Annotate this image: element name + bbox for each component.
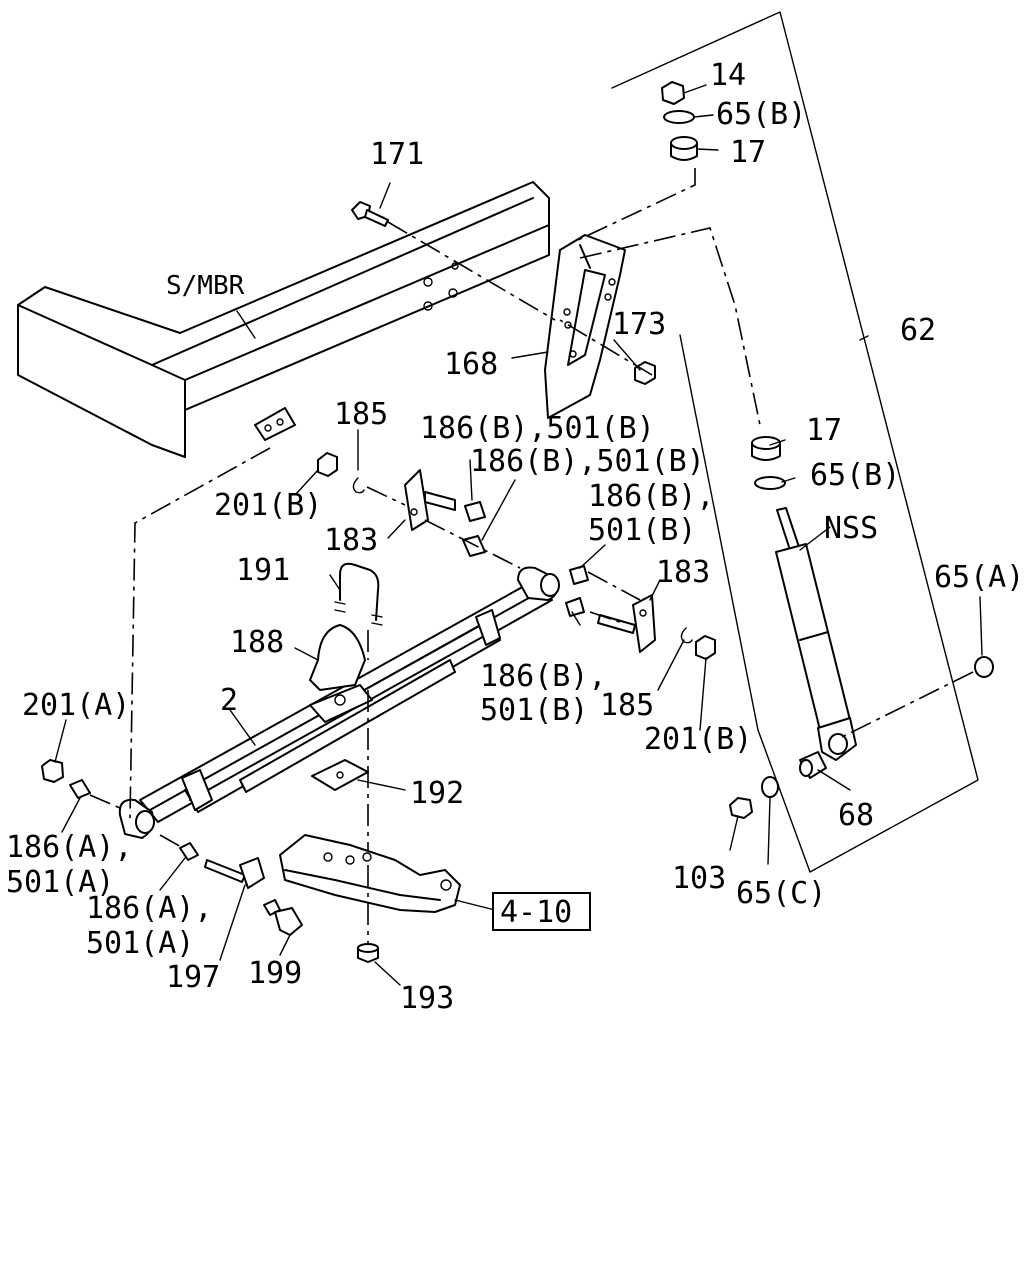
washer-65c xyxy=(761,776,779,798)
nut-14 xyxy=(661,81,685,105)
label-186b-d2: 501(B) xyxy=(480,693,588,728)
leaf-spring xyxy=(139,579,553,823)
label-197: 197 xyxy=(166,960,220,995)
label-186a-b1: 186(A), xyxy=(86,891,212,926)
rear-spring-eye xyxy=(517,566,560,601)
label-201a: 201(A) xyxy=(22,688,130,723)
clip-185-bottom xyxy=(680,627,693,644)
frame-label: S/MBR xyxy=(166,271,245,301)
reference-box-label: 4-10 xyxy=(500,895,572,930)
washer-65a xyxy=(974,656,994,678)
bushing-17-top xyxy=(670,136,698,161)
spring-seat xyxy=(279,834,461,913)
plate-192 xyxy=(311,759,369,791)
label-199: 199 xyxy=(248,956,302,991)
label-65c: 65(C) xyxy=(736,876,826,911)
label-191: 191 xyxy=(236,553,290,588)
label-186b-d1: 186(B), xyxy=(480,659,606,694)
front-spring-eye xyxy=(118,798,155,839)
bushing-186a-inner xyxy=(179,842,199,861)
label-186b-501b-a: 186(B),501(B) xyxy=(420,411,655,446)
washer-65b-mid xyxy=(754,476,786,490)
label-168: 168 xyxy=(444,347,498,382)
label-183-right: 183 xyxy=(656,555,710,590)
u-bolt-191 xyxy=(334,562,383,626)
shackle-183-upper xyxy=(404,469,456,531)
label-186b-501b-b: 186(B),501(B) xyxy=(470,444,705,479)
nut-201a xyxy=(41,759,64,783)
washer-65b-top xyxy=(663,110,695,124)
shackle-183-lower xyxy=(597,594,656,653)
label-171: 171 xyxy=(370,137,424,172)
bushing-186b-lower xyxy=(565,597,585,617)
label-65b-top: 65(B) xyxy=(716,97,806,132)
bushing-186b-upper xyxy=(464,501,486,522)
label-2: 2 xyxy=(220,683,238,718)
nut-103 xyxy=(729,797,753,819)
label-68: 68 xyxy=(838,798,874,833)
reference-box-4-10[interactable]: 4-10 xyxy=(492,892,591,931)
label-17-mid: 17 xyxy=(806,413,842,448)
spacer-188 xyxy=(309,624,366,691)
bushing-186b-upper-2 xyxy=(462,535,486,557)
label-186a-a1: 186(A), xyxy=(6,830,132,865)
label-65b-mid: 65(B) xyxy=(810,458,900,493)
label-188: 188 xyxy=(230,625,284,660)
assembly-guide-lines xyxy=(89,168,974,945)
label-173: 173 xyxy=(612,307,666,342)
label-65a: 65(A) xyxy=(934,560,1024,595)
label-201b-right: 201(B) xyxy=(644,722,752,757)
label-186b-c2: 501(B) xyxy=(588,513,696,548)
label-186b-c1: 186(B), xyxy=(588,479,714,514)
shock-bracket-168 xyxy=(544,234,626,419)
bushing-186a-outer xyxy=(69,779,91,799)
bolt-199 xyxy=(263,899,303,936)
label-103: 103 xyxy=(672,861,726,896)
label-14: 14 xyxy=(710,58,746,93)
label-193: 193 xyxy=(400,981,454,1016)
bolt-171 xyxy=(351,201,389,227)
label-186a-a2: 501(A) xyxy=(6,865,114,900)
shock-group-frame xyxy=(611,11,979,873)
clip-185-top xyxy=(352,477,365,494)
nut-173 xyxy=(634,361,656,385)
nut-201b-left xyxy=(317,452,338,477)
nut-193 xyxy=(357,943,379,963)
label-186a-b2: 501(A) xyxy=(86,926,194,961)
label-nss: NSS xyxy=(824,511,878,546)
bushing-186b-right xyxy=(569,565,589,585)
nut-201b-right xyxy=(695,635,716,660)
label-201b-left: 201(B) xyxy=(214,488,322,523)
frame-side-member xyxy=(17,181,550,458)
bushing-17-mid xyxy=(751,436,781,461)
label-183-left: 183 xyxy=(324,523,378,558)
label-62: 62 xyxy=(900,313,936,348)
pin-197 xyxy=(204,857,265,889)
leader-lines xyxy=(54,84,983,986)
bushing-68 xyxy=(799,751,827,779)
label-185-top: 185 xyxy=(334,397,388,432)
label-17-top: 17 xyxy=(730,135,766,170)
label-185-bottom: 185 xyxy=(600,688,654,723)
label-192: 192 xyxy=(410,776,464,811)
